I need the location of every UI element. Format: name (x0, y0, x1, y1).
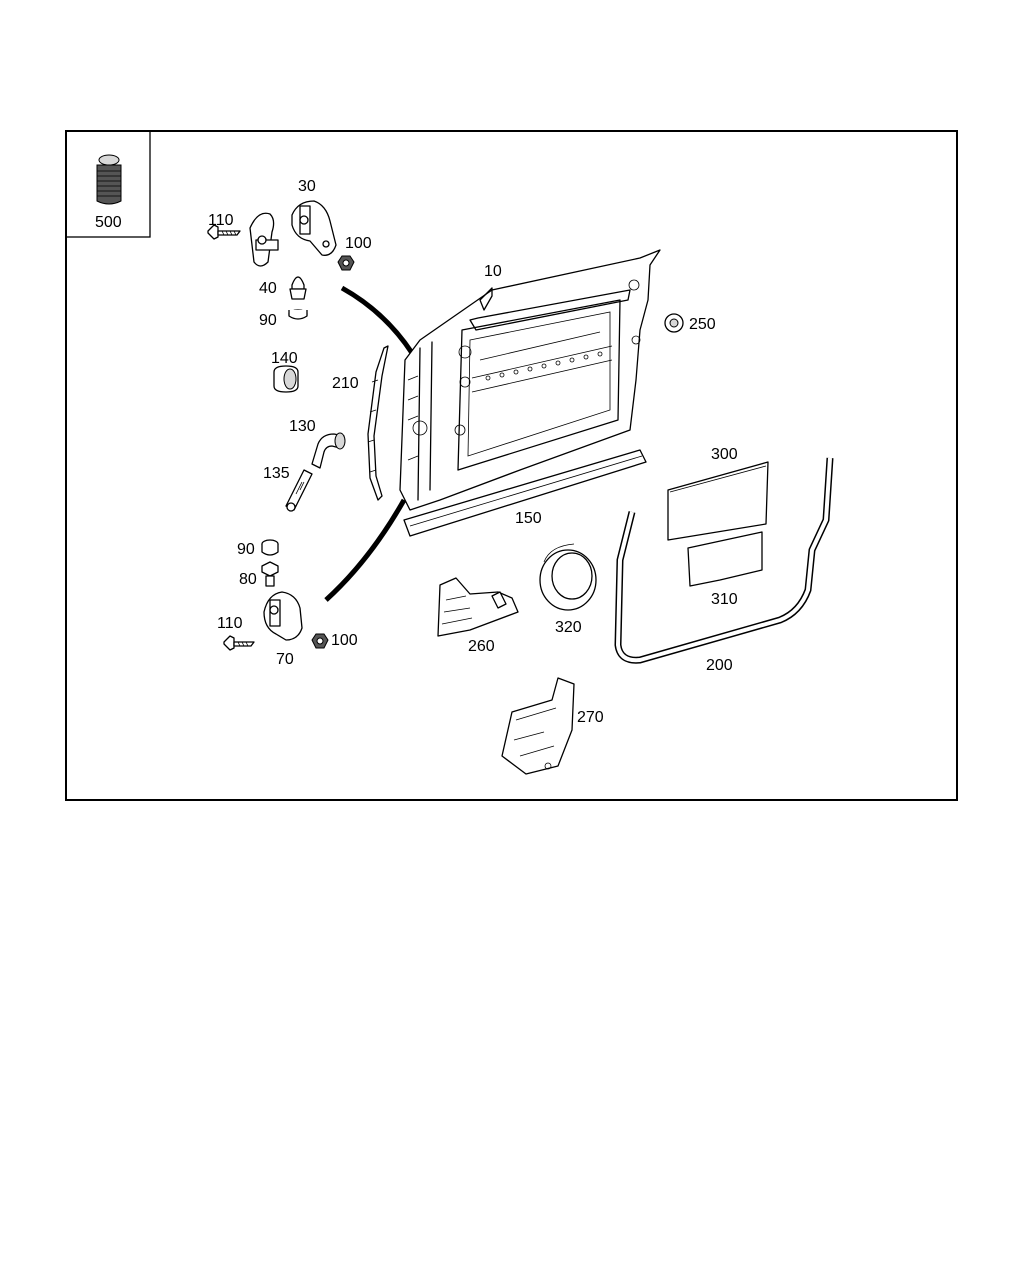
label-30: 30 (298, 178, 316, 195)
label-500: 500 (95, 214, 122, 231)
part-270-bracket (501, 677, 575, 775)
label-110-lower: 110 (217, 615, 243, 632)
part-110-screw-lower (223, 635, 255, 651)
label-200: 200 (706, 657, 733, 674)
label-70: 70 (276, 651, 294, 668)
label-210: 210 (332, 375, 359, 392)
label-320: 320 (555, 619, 582, 636)
part-200-door-seal (614, 457, 834, 664)
part-80-bolt (261, 561, 279, 587)
label-135: 135 (263, 465, 290, 482)
inset-box (65, 130, 151, 238)
part-310-damping-pad (687, 531, 763, 587)
label-10: 10 (484, 263, 502, 280)
label-130: 130 (289, 418, 316, 435)
label-140: 140 (271, 350, 298, 367)
part-90-nut-upper (288, 309, 308, 320)
part-upper-hinge-plate (249, 212, 279, 267)
part-150-sill-strip (403, 449, 647, 537)
label-90-lower: 90 (237, 541, 255, 558)
arrow-lower-hinge (324, 498, 407, 602)
label-260: 260 (468, 638, 495, 655)
part-70-lower-hinge (263, 591, 303, 641)
part-500-plug (96, 154, 122, 205)
part-110-screw-upper (207, 224, 241, 240)
part-90-nut-lower (261, 539, 279, 556)
label-310: 310 (711, 591, 738, 608)
part-130-elbow-grommet (311, 432, 346, 469)
label-250: 250 (689, 316, 716, 333)
diagram-frame (65, 130, 958, 801)
part-320-sealing-ring (539, 543, 597, 611)
label-110-upper: 110 (208, 212, 234, 229)
part-100-nut-upper (337, 255, 355, 271)
label-270: 270 (577, 709, 604, 726)
label-150: 150 (515, 510, 542, 527)
part-260-bracket (437, 577, 519, 637)
label-100-upper: 100 (345, 235, 372, 252)
part-100-nut-lower (311, 633, 329, 649)
label-100-lower: 100 (331, 632, 358, 649)
label-90-upper: 90 (259, 312, 277, 329)
part-140-bumper (273, 365, 299, 393)
part-250-grommet (664, 313, 684, 333)
part-10-door-shell (399, 249, 661, 511)
label-300: 300 (711, 446, 738, 463)
part-135-check-strap (285, 469, 313, 512)
part-210-pillar-seal (367, 345, 389, 501)
label-80: 80 (239, 571, 257, 588)
arrow-upper-hinge (340, 285, 415, 355)
part-40-pin (289, 276, 307, 300)
part-300-damping-pad (667, 461, 769, 541)
part-30-hinge (291, 200, 337, 256)
label-40: 40 (259, 280, 277, 297)
